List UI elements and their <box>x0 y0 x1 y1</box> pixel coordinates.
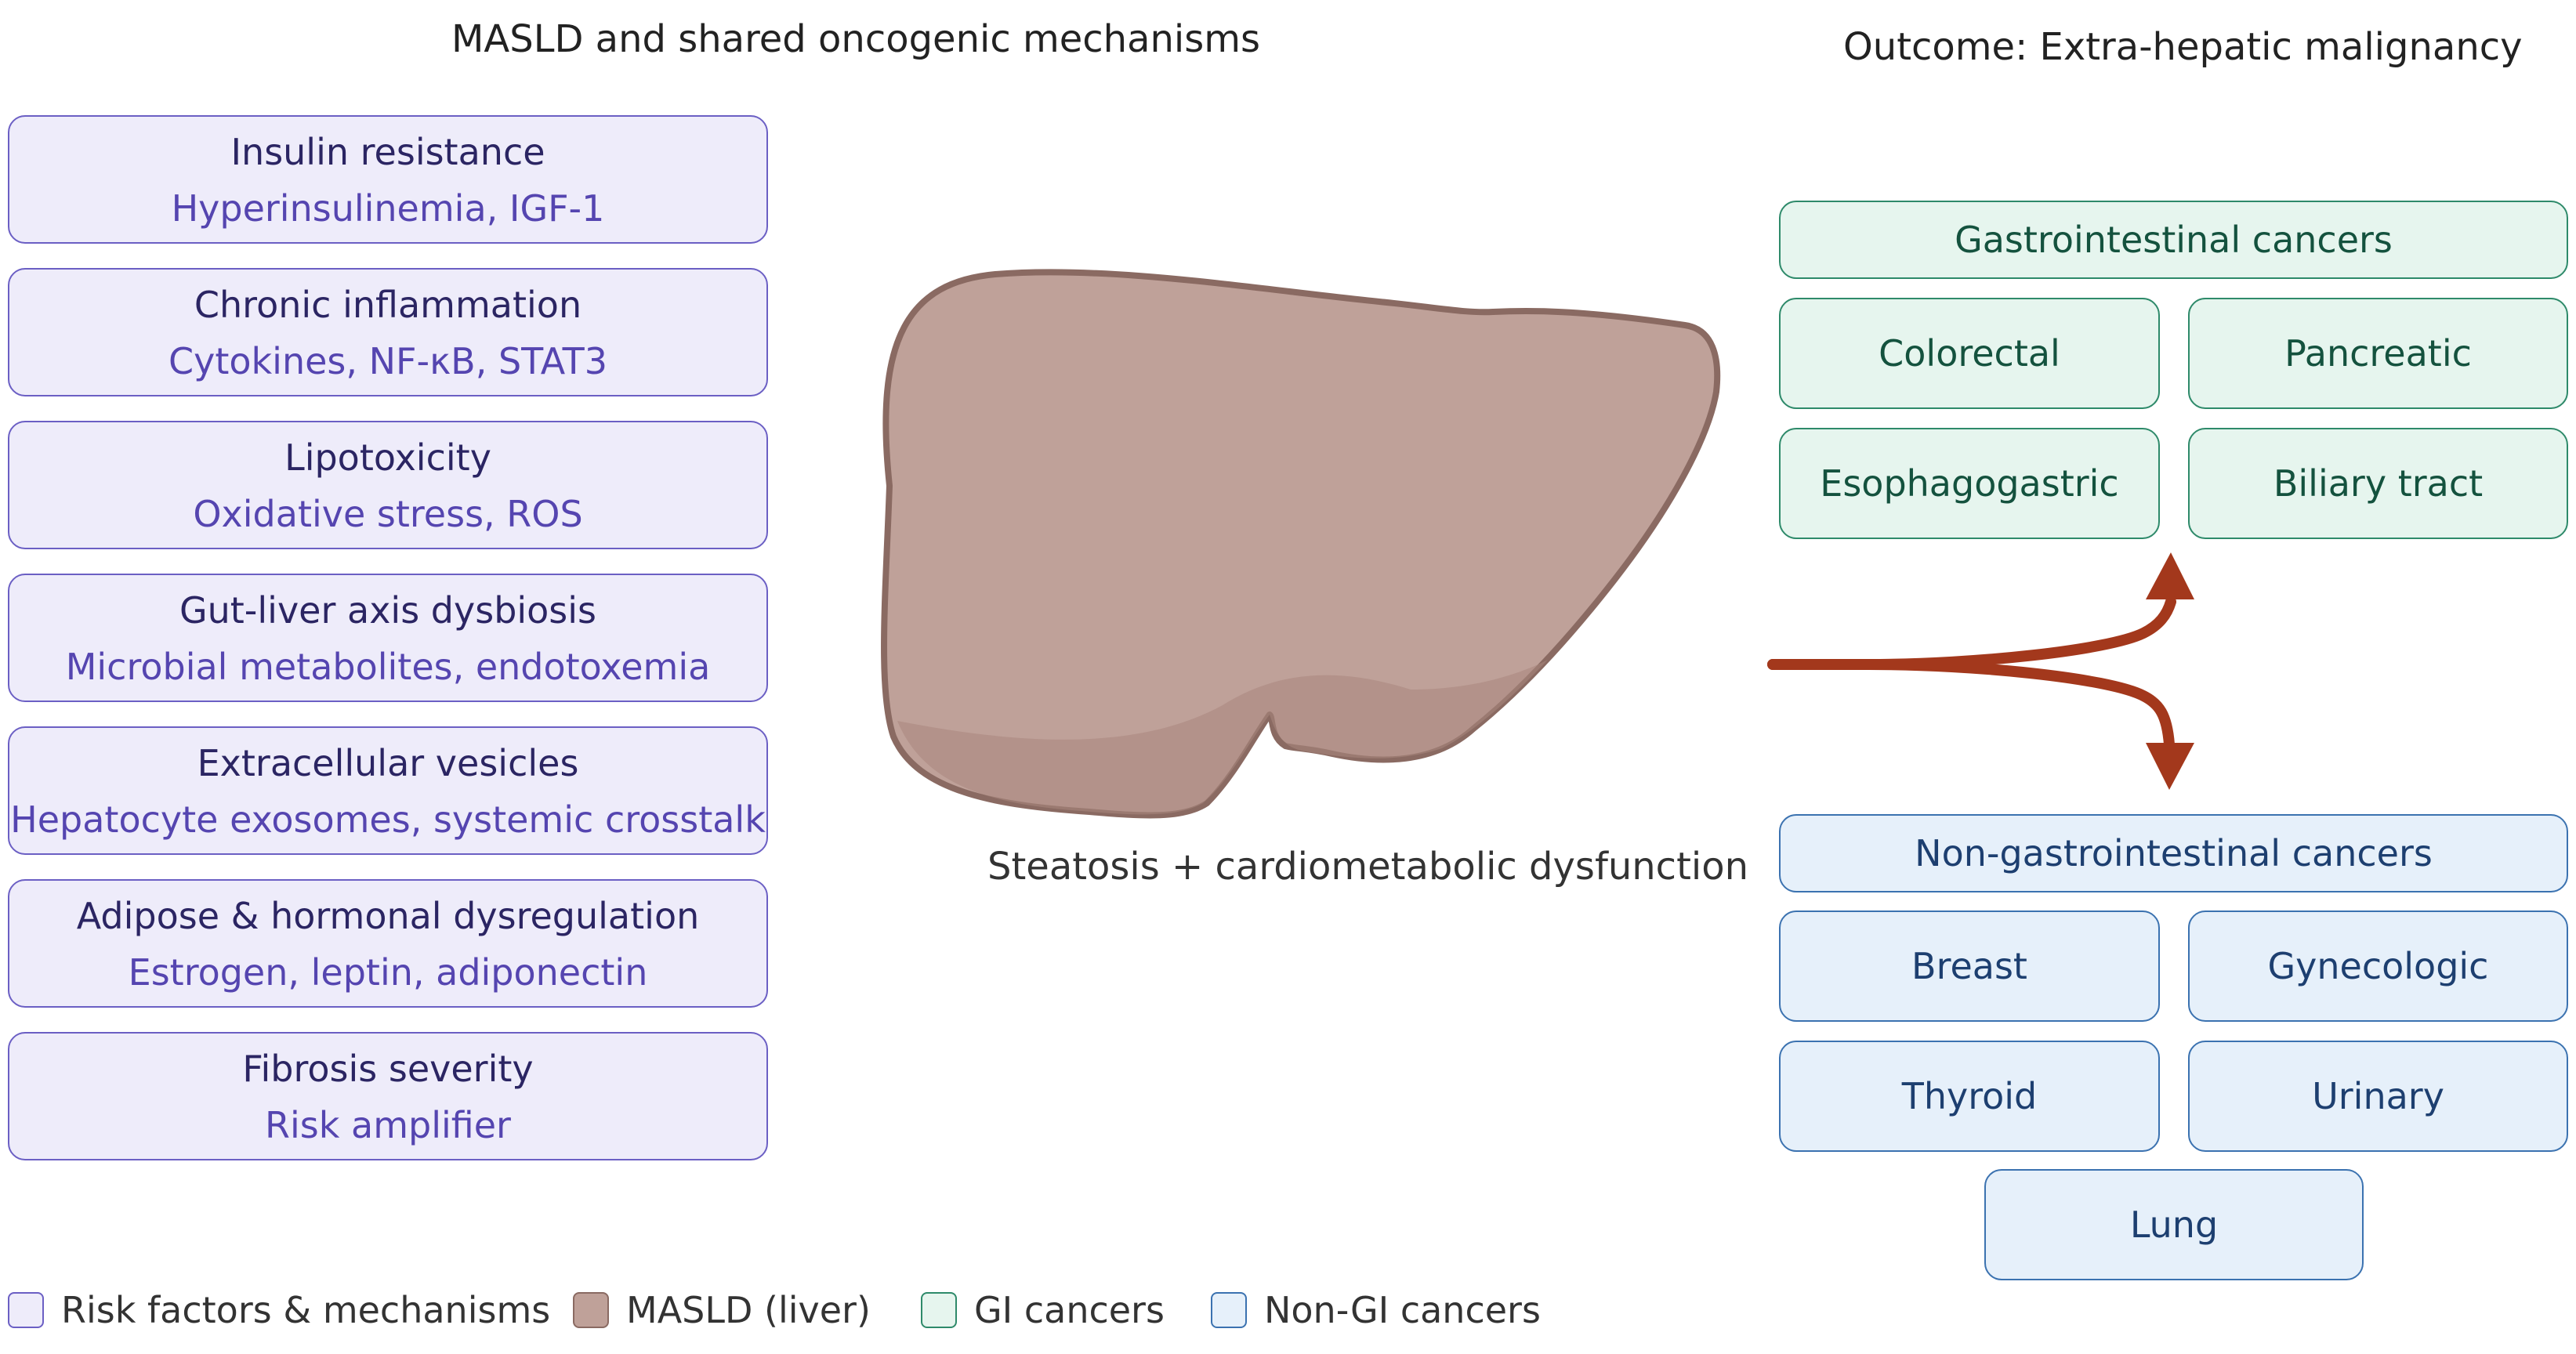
non-gi-cancer-breast: Breast <box>1779 911 2160 1022</box>
gi-cancer-colorectal: Colorectal <box>1779 298 2160 409</box>
legend-swatch <box>573 1292 609 1328</box>
mechanism-detail: Estrogen, leptin, adiponectin <box>128 951 648 994</box>
non-gi-cancer-lung: Lung <box>1984 1169 2364 1280</box>
mechanism-detail: Oxidative stress, ROS <box>193 493 583 535</box>
legend-swatch <box>1211 1292 1247 1328</box>
mechanism-detail: Hyperinsulinemia, IGF-1 <box>171 187 605 230</box>
legend-label: GI cancers <box>974 1289 1165 1331</box>
legend-item-mechanisms: Risk factors & mechanisms <box>8 1287 550 1334</box>
outcome-heading: Outcome: Extra-hepatic malignancy <box>1843 25 2523 69</box>
non-gi-cancer-urinary: Urinary <box>2188 1041 2568 1152</box>
legend-swatch <box>8 1292 44 1328</box>
mechanism-box-insulin-resistance: Insulin resistance Hyperinsulinemia, IGF… <box>8 115 768 244</box>
mechanism-title: Fibrosis severity <box>242 1048 534 1090</box>
liver-shadow <box>897 660 1548 815</box>
legend-label: Risk factors & mechanisms <box>61 1289 551 1331</box>
legend-swatch <box>921 1292 957 1328</box>
legend-item-non-gi: Non-GI cancers <box>1211 1287 1541 1334</box>
liver-caption: Steatosis + cardiometabolic dysfunction <box>987 845 1749 889</box>
mechanism-detail: Microbial metabolites, endotoxemia <box>65 646 711 688</box>
mechanism-title: Adipose & hormonal dysregulation <box>76 895 700 937</box>
non-gi-cancers-header: Non-gastrointestinal cancers <box>1779 814 2568 892</box>
branch-arrow <box>1767 596 2176 750</box>
mechanism-title: Chronic inflammation <box>194 284 582 326</box>
mechanism-box-fibrosis-severity: Fibrosis severity Risk amplifier <box>8 1032 768 1160</box>
mechanism-title: Gut-liver axis dysbiosis <box>179 589 597 632</box>
mechanism-title: Extracellular vesicles <box>197 742 579 784</box>
mechanism-detail: Risk amplifier <box>265 1104 511 1146</box>
gi-cancer-esophagogastric: Esophagogastric <box>1779 428 2160 539</box>
legend-item-masld: MASLD (liver) <box>573 1287 871 1334</box>
arrowhead-down <box>2146 743 2194 790</box>
mechanism-box-lipotoxicity: Lipotoxicity Oxidative stress, ROS <box>8 421 768 549</box>
gi-cancers-header: Gastrointestinal cancers <box>1779 201 2568 279</box>
mechanism-title: Insulin resistance <box>230 131 545 173</box>
legend-item-gi: GI cancers <box>921 1287 1165 1334</box>
legend-label: Non-GI cancers <box>1264 1289 1541 1331</box>
mechanism-title: Lipotoxicity <box>284 436 491 479</box>
gi-cancer-biliary-tract: Biliary tract <box>2188 428 2568 539</box>
mechanism-box-chronic-inflammation: Chronic inflammation Cytokines, NF-κB, S… <box>8 268 768 396</box>
mechanism-box-adipose-hormonal: Adipose & hormonal dysregulation Estroge… <box>8 879 768 1008</box>
non-gi-cancer-thyroid: Thyroid <box>1779 1041 2160 1152</box>
legend-label: MASLD (liver) <box>626 1289 871 1331</box>
arrowhead-up <box>2146 552 2194 599</box>
mechanism-box-gut-liver-axis: Gut-liver axis dysbiosis Microbial metab… <box>8 574 768 702</box>
mechanisms-heading: MASLD and shared oncogenic mechanisms <box>451 17 1261 61</box>
mechanism-detail: Hepatocyte exosomes, systemic crosstalk <box>10 798 766 841</box>
mechanism-box-extracellular-vesicles: Extracellular vesicles Hepatocyte exosom… <box>8 726 768 855</box>
non-gi-cancer-gynecologic: Gynecologic <box>2188 911 2568 1022</box>
gi-cancer-pancreatic: Pancreatic <box>2188 298 2568 409</box>
mechanism-detail: Cytokines, NF-κB, STAT3 <box>168 340 607 382</box>
